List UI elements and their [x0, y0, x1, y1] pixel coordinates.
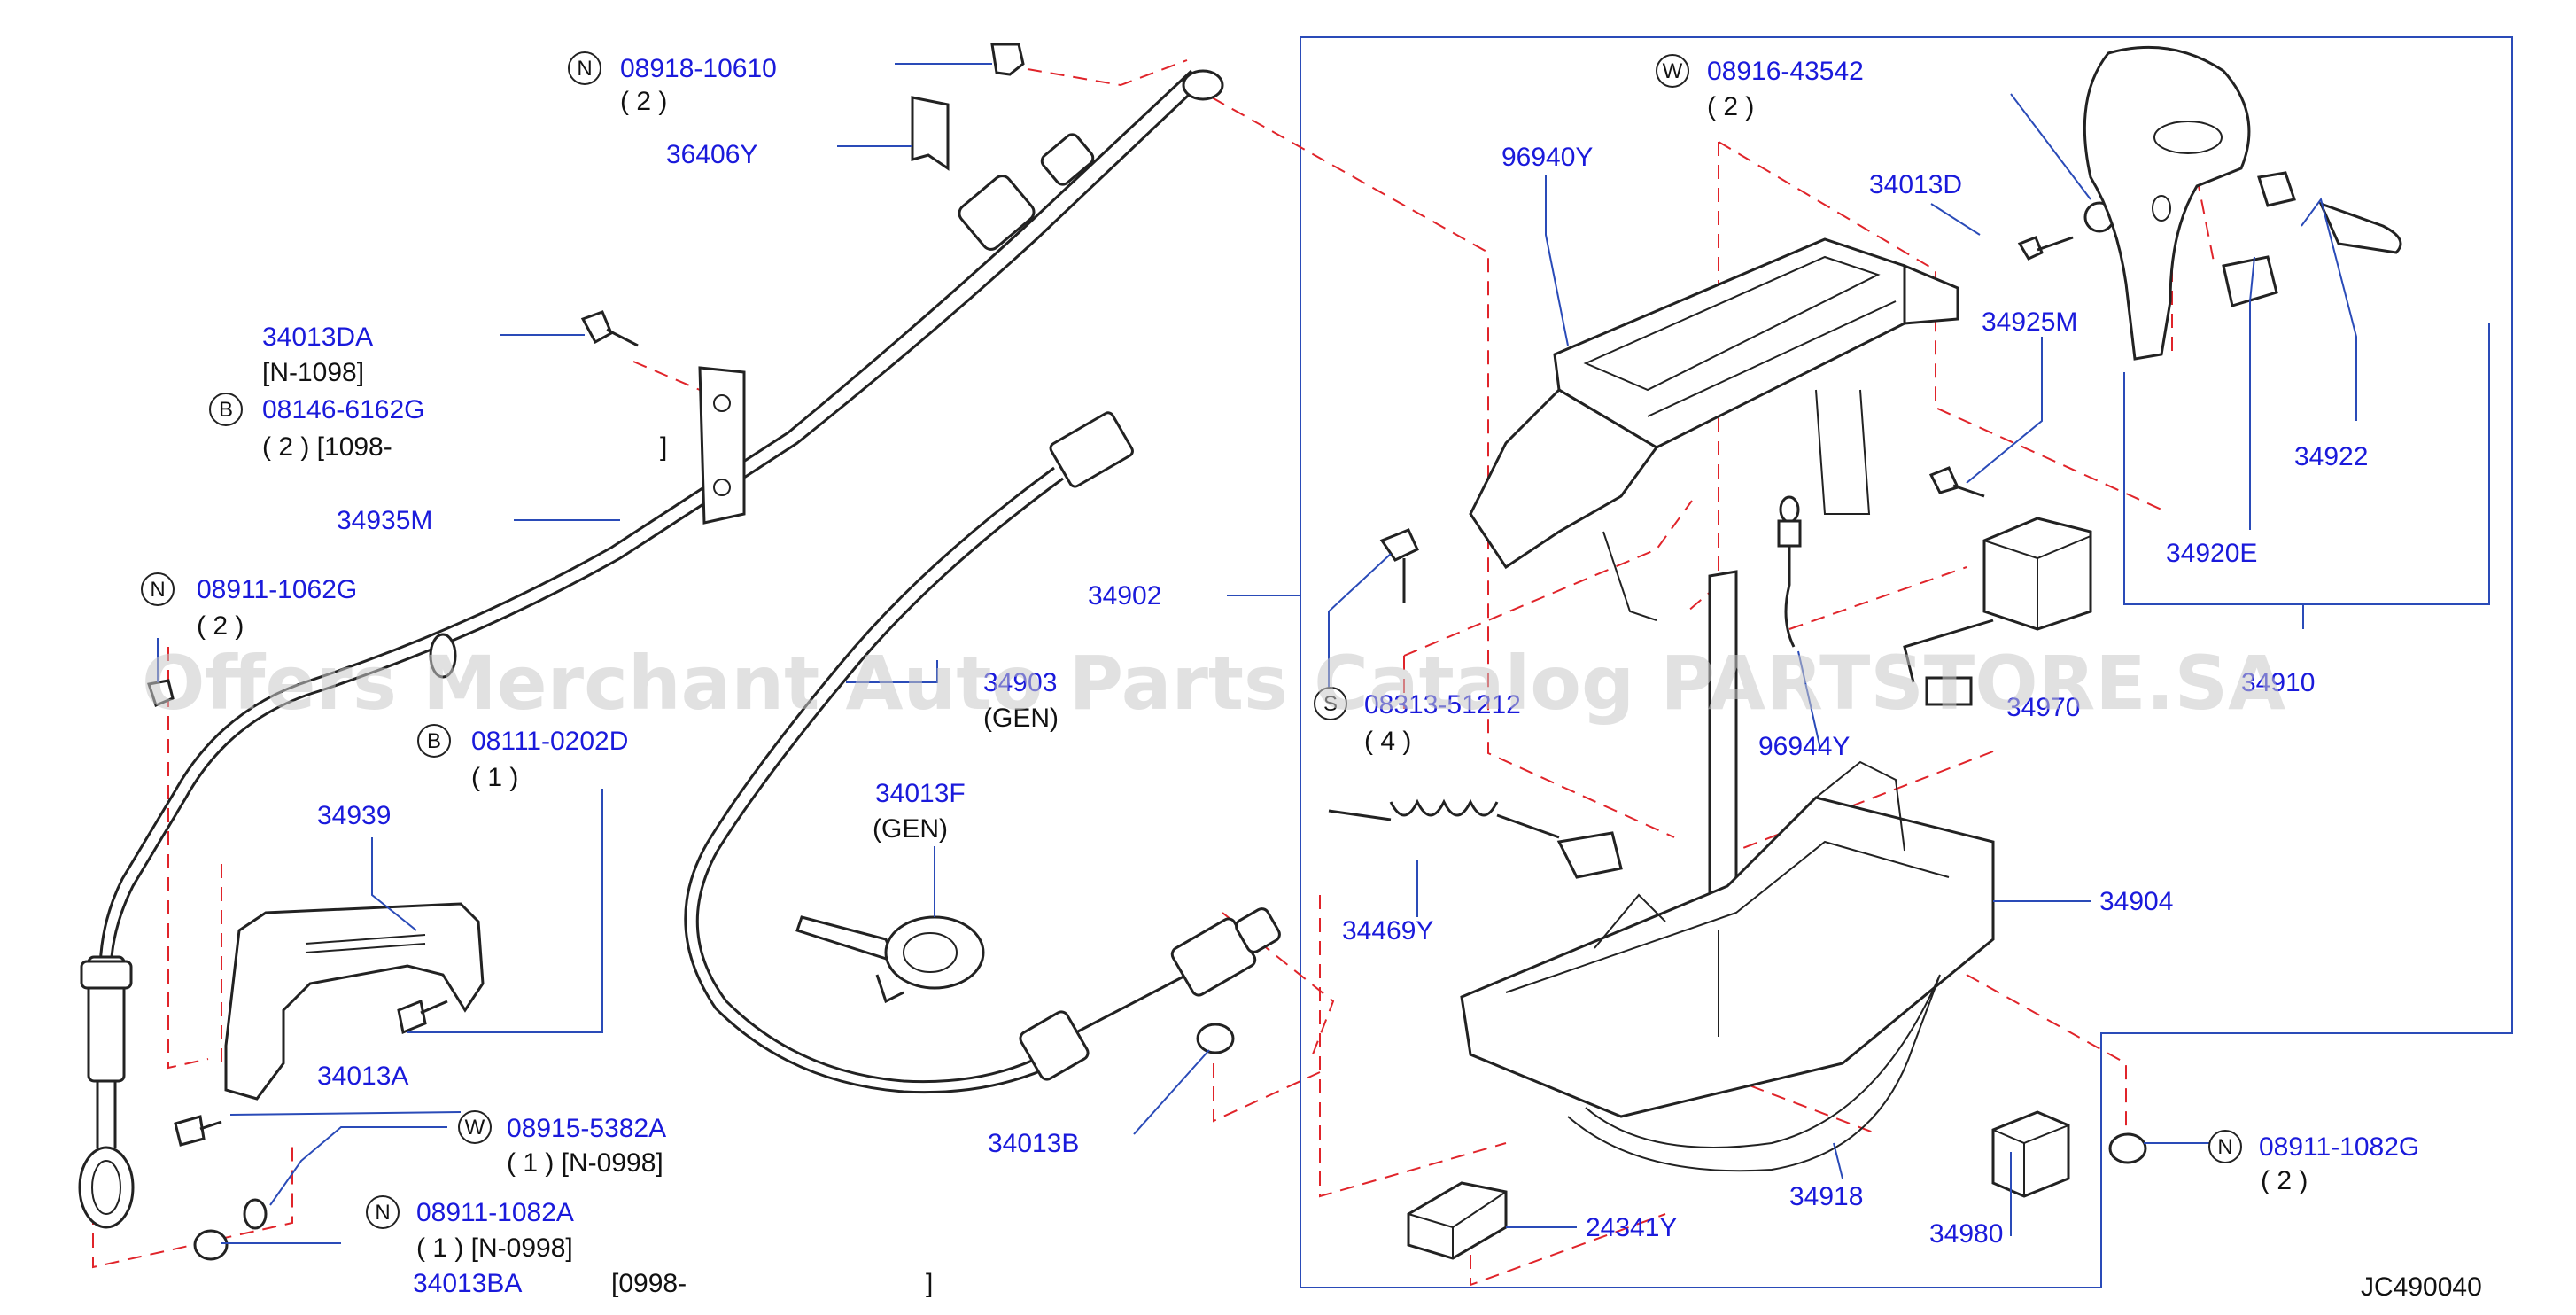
- watermark: Offers Merchant Auto Parts Catalog PARTS…: [142, 640, 2285, 727]
- qty-08146-6162G-end: ]: [660, 432, 667, 462]
- badge-w-08916: W: [1656, 54, 1689, 88]
- indicator-housing-96940Y: [1469, 237, 1959, 621]
- part-labels: 08918-10610 ( 2 ) 36406Y 34013DA [N-1098…: [197, 54, 2482, 1302]
- label-96940Y: 96940Y: [1501, 143, 1593, 172]
- label-34013A: 34013A: [317, 1062, 408, 1091]
- label-08313-51212: 08313-51212: [1364, 690, 1521, 720]
- label-08918-10610: 08918-10610: [620, 54, 777, 83]
- svg-text:N: N: [150, 578, 165, 602]
- badge-n-08911-1062g: N: [141, 572, 175, 606]
- badge-b-08146: B: [209, 393, 243, 426]
- svg-text:W: W: [1663, 59, 1683, 83]
- label-34980: 34980: [1929, 1219, 2003, 1249]
- label-24341Y: 24341Y: [1586, 1213, 1677, 1242]
- label-08111-0202D: 08111-0202D: [471, 727, 628, 756]
- label-34013F: 34013F: [875, 779, 966, 808]
- svg-text:N: N: [375, 1201, 390, 1225]
- shift-cable-34935M: [78, 69, 1224, 1229]
- badge-n-08911-1082g: N: [2208, 1130, 2242, 1163]
- label-08916-43542: 08916-43542: [1707, 57, 1864, 86]
- spring-34469Y: [1328, 798, 1560, 839]
- qty-08911-1082A: ( 1 ) [N-0998]: [416, 1233, 573, 1263]
- label-34939: 34939: [317, 801, 391, 830]
- label-34935M: 34935M: [337, 506, 432, 535]
- qty-08918-10610: ( 2 ): [620, 87, 667, 116]
- label-08915-5382A: 08915-5382A: [507, 1114, 666, 1143]
- svg-text:W: W: [465, 1116, 485, 1140]
- label-08911-1082G: 08911-1082G: [2259, 1132, 2419, 1162]
- badge-n-08918: N: [568, 51, 601, 85]
- label-34920E: 34920E: [2166, 539, 2257, 568]
- assembly-box-34902: [1300, 36, 2513, 1288]
- label-08146-6162G: 08146-6162G: [262, 395, 425, 424]
- label-34970: 34970: [2006, 693, 2080, 722]
- badge-w-08915: W: [458, 1110, 492, 1144]
- diagram-code: JC490040: [2361, 1272, 2482, 1302]
- pad-24341Y: [1407, 1181, 1508, 1260]
- label-34922: 34922: [2294, 442, 2368, 471]
- label-34469Y: 34469Y: [1342, 916, 1433, 945]
- bracket-34939: [224, 902, 485, 1101]
- label-34910: 34910: [2241, 668, 2315, 697]
- qty-08911-1082G: ( 2 ): [2261, 1166, 2308, 1195]
- svg-text:S: S: [1323, 692, 1338, 716]
- base-34904: [1460, 760, 1995, 1118]
- badge-n-08911-1082a: N: [366, 1195, 400, 1229]
- label-08911-1082A: 08911-1082A: [416, 1198, 574, 1227]
- gen-34013F: (GEN): [873, 814, 948, 844]
- qty-08916-43542: ( 2 ): [1707, 92, 1754, 121]
- note-34013BA: [0998-: [611, 1269, 687, 1298]
- svg-text:N: N: [577, 57, 592, 81]
- label-34904: 34904: [2099, 887, 2173, 916]
- assembly-box-34910: [2123, 323, 2490, 605]
- gen-34903: (GEN): [983, 704, 1059, 733]
- qty-08915-5382A: ( 1 ) [N-0998]: [507, 1148, 663, 1178]
- label-34925M: 34925M: [1982, 307, 2077, 337]
- plate-34918: [1567, 974, 1941, 1172]
- control-cable-34903: [684, 411, 1281, 1094]
- badge-b-08111: B: [417, 724, 451, 758]
- label-08911-1062G: 08911-1062G: [197, 575, 357, 604]
- label-34918: 34918: [1789, 1182, 1863, 1211]
- block-34980: [1991, 1110, 2070, 1198]
- note-34013DA: [N-1098]: [262, 358, 364, 387]
- qty-08146-6162G: ( 2 ) [1098-: [262, 432, 392, 462]
- note-34013BA-end: ]: [926, 1269, 933, 1298]
- qty-08111-0202D: ( 1 ): [471, 763, 518, 792]
- leader-lines: [157, 63, 2357, 1244]
- label-36406Y: 36406Y: [666, 140, 757, 169]
- fasteners: [147, 43, 2147, 1261]
- label-34013D: 34013D: [1869, 170, 1962, 199]
- badge-s-08313: S: [1314, 687, 1347, 720]
- label-34902: 34902: [1088, 581, 1161, 611]
- switch-34925M: [1903, 517, 2092, 706]
- clip-34013F: [795, 915, 985, 1004]
- lamp-96944Y: [1777, 495, 1802, 648]
- svg-text:B: B: [219, 398, 233, 422]
- qty-08911-1062G: ( 2 ): [197, 611, 244, 641]
- qty-08313-51212: ( 4 ): [1364, 727, 1411, 756]
- svg-text:B: B: [427, 729, 441, 753]
- shift-knob: [2083, 45, 2402, 361]
- cable-bracket: [698, 366, 746, 525]
- label-34013DA: 34013DA: [262, 323, 373, 352]
- label-34013BA: 34013BA: [413, 1269, 522, 1298]
- label-34013B: 34013B: [988, 1129, 1079, 1158]
- label-96944Y: 96944Y: [1758, 732, 1850, 761]
- svg-text:N: N: [2217, 1135, 2232, 1159]
- label-34903: 34903: [983, 668, 1057, 697]
